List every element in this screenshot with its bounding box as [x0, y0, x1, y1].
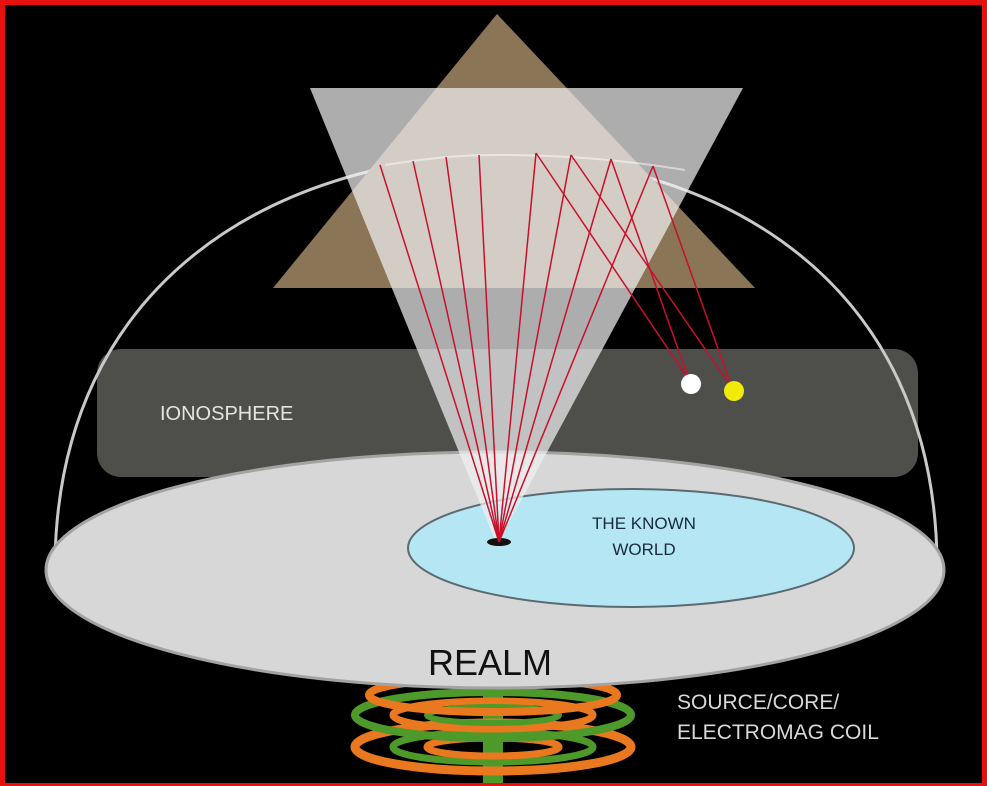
- dome-highlight: [384, 153, 686, 171]
- ray: [498, 152, 537, 543]
- ray: [379, 164, 500, 543]
- coil-ring: [351, 688, 635, 742]
- flat-earth-realm-diagram: IONOSPHERE THE KNOWN WORLD REALM SOURCE/…: [44, 14, 946, 783]
- yellow-light-orb: [724, 381, 744, 401]
- coil-label-line1: SOURCE/CORE/: [677, 691, 839, 714]
- inverted-triangle: [310, 88, 743, 545]
- known-world-label-line2: WORLD: [612, 540, 675, 559]
- ray: [498, 154, 572, 543]
- ionosphere-label: IONOSPHERE: [160, 403, 293, 425]
- ray: [652, 165, 733, 389]
- ray: [445, 156, 500, 543]
- ray: [498, 165, 654, 543]
- coil-ring: [389, 697, 597, 733]
- ray: [535, 152, 690, 381]
- light-rays: [379, 152, 733, 543]
- realm-label: REALM: [428, 642, 552, 683]
- ray: [412, 160, 500, 543]
- ray: [498, 158, 612, 543]
- known-world-label-line1: THE KNOWN: [592, 514, 696, 533]
- coil-ring: [424, 704, 562, 726]
- known-world: [407, 488, 855, 608]
- coil-label-line2: ELECTROMAG COIL: [677, 721, 879, 744]
- ray: [610, 158, 690, 381]
- ray: [478, 154, 500, 543]
- white-light-orb: [681, 374, 701, 394]
